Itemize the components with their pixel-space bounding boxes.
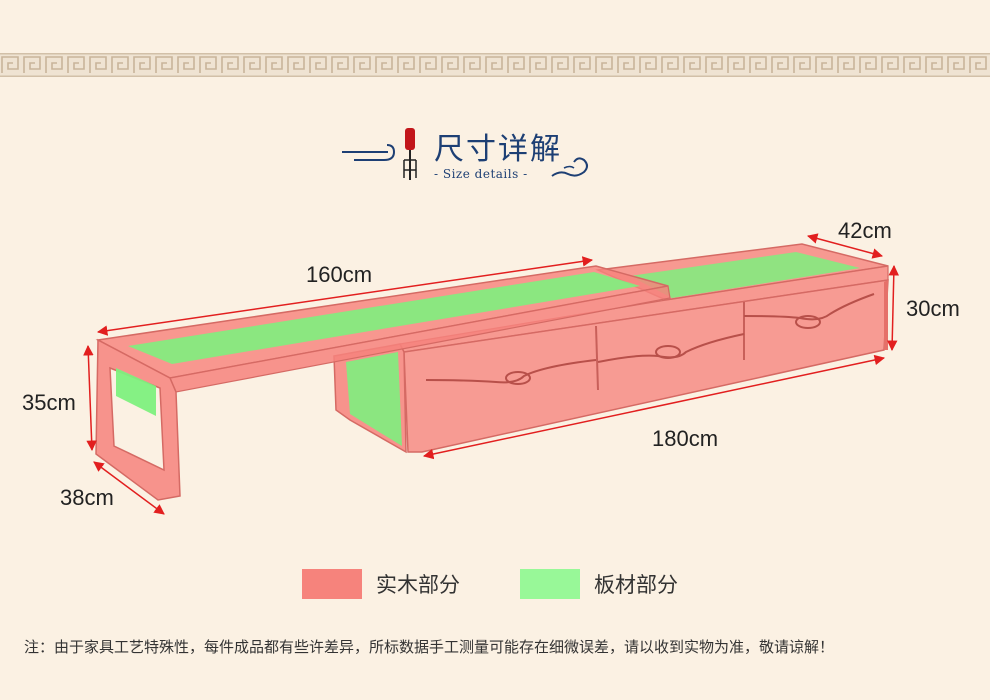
solid-wood-swatch — [302, 569, 362, 599]
dim-left-height: 35cm — [22, 390, 76, 415]
legend-board: 板材部分 — [520, 568, 678, 600]
dim-right-length: 180cm — [652, 426, 719, 451]
section-subtitle: - Size details - — [434, 167, 528, 181]
legend-solid-wood: 实木部分 — [302, 568, 460, 600]
dim-right-depth: 42cm — [838, 218, 892, 243]
board-label: 板材部分 — [594, 573, 678, 597]
dim-left-depth: 38cm — [60, 485, 114, 510]
dimension-lines — [83, 233, 900, 515]
board-swatch — [520, 569, 580, 599]
lantern-icon — [403, 128, 417, 180]
section-title: 尺寸详解 — [434, 132, 562, 167]
dim-right-height: 30cm — [906, 296, 960, 321]
fret-border — [0, 53, 990, 77]
disclaimer-note: 注：由于家具工艺特殊性，每件成品都有些许差异，所标数据手工测量可能存在细微误差，… — [24, 638, 835, 656]
section-header: 尺寸详解 - Size details - — [340, 122, 610, 186]
solid-wood-label: 实木部分 — [376, 573, 460, 597]
cloud-ornament-icon — [342, 144, 588, 177]
furniture-diagram — [83, 233, 900, 515]
dim-left-length: 160cm — [306, 262, 373, 287]
